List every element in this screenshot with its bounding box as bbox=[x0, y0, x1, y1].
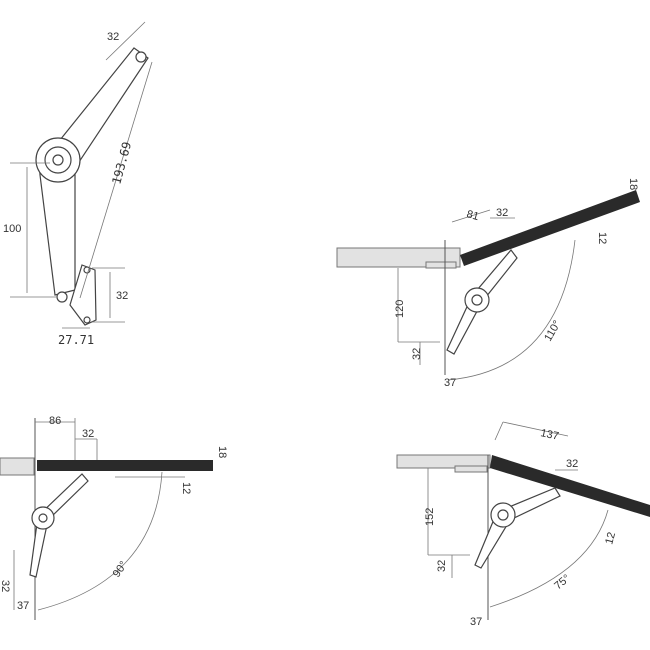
opening-110-view: 120 32 37 110° 81 32 18 12 bbox=[336, 178, 640, 389]
dim-line bbox=[79, 61, 153, 299]
dim-top-label: 32 bbox=[107, 31, 119, 43]
top-pivot bbox=[135, 51, 147, 63]
door-panel bbox=[460, 190, 640, 266]
hub-center bbox=[471, 294, 483, 306]
mount-plate bbox=[454, 465, 488, 473]
dim-thickness-label: 18 bbox=[216, 446, 228, 458]
dim-gap-label: 12 bbox=[180, 482, 192, 494]
mounting-bracket bbox=[69, 264, 97, 326]
dim-depth-label: 37 bbox=[470, 616, 482, 628]
dim-height-label: 100 bbox=[3, 223, 21, 235]
cabinet-top-panel bbox=[396, 454, 491, 469]
mount-plate bbox=[425, 261, 457, 269]
opening-90-view: 86 32 18 12 32 37 90° bbox=[0, 415, 228, 620]
angle-label: 75° bbox=[552, 572, 572, 592]
dim-thickness-label: 18 bbox=[627, 178, 639, 190]
bottom-pivot bbox=[56, 291, 68, 303]
dim-b-label: 32 bbox=[82, 428, 94, 440]
hub-center bbox=[38, 513, 48, 523]
angle-label: 110° bbox=[542, 319, 563, 344]
dim-line bbox=[502, 421, 569, 437]
dim-bracket-label: 32 bbox=[0, 580, 11, 592]
angle-label: 90° bbox=[111, 559, 130, 580]
dim-bracket-label: 32 bbox=[411, 348, 423, 360]
dim-line bbox=[105, 21, 146, 61]
dim-depth-label: 37 bbox=[444, 377, 456, 389]
hub-center bbox=[52, 154, 64, 166]
dim-a-label: 81 bbox=[465, 208, 480, 223]
dim-bracket-label: 32 bbox=[436, 560, 448, 572]
cabinet-top-panel bbox=[0, 457, 35, 476]
dim-depth-label: 37 bbox=[17, 600, 29, 612]
dim-line bbox=[451, 209, 491, 223]
dim-height-label: 152 bbox=[424, 508, 436, 526]
door-panel bbox=[490, 455, 650, 517]
dim-gap-label: 12 bbox=[603, 531, 618, 546]
bracket-hole bbox=[83, 316, 91, 324]
dim-b-label: 32 bbox=[496, 207, 508, 219]
hub-center bbox=[497, 509, 509, 521]
dim-b-label: 32 bbox=[566, 458, 578, 470]
dim-a-label: 86 bbox=[49, 415, 61, 427]
dim-gap-label: 12 bbox=[596, 232, 608, 244]
dim-length-label: 193.69 bbox=[109, 140, 134, 186]
dim-a-label: 137 bbox=[539, 427, 559, 443]
angle-arc bbox=[37, 471, 163, 611]
opening-75-view: 137 32 152 32 12 75° 37 bbox=[396, 421, 650, 628]
dim-height-label: 120 bbox=[394, 300, 406, 318]
door-panel bbox=[37, 460, 213, 471]
dim-bracket-label: 32 bbox=[116, 290, 128, 302]
ext-line bbox=[494, 421, 504, 441]
angle-arc bbox=[447, 239, 576, 381]
dim-offset-label: 27.71 bbox=[58, 333, 94, 347]
lever-detail: 32 193.69 100 32 27.71 bbox=[3, 21, 153, 347]
angle-arc bbox=[489, 509, 609, 608]
